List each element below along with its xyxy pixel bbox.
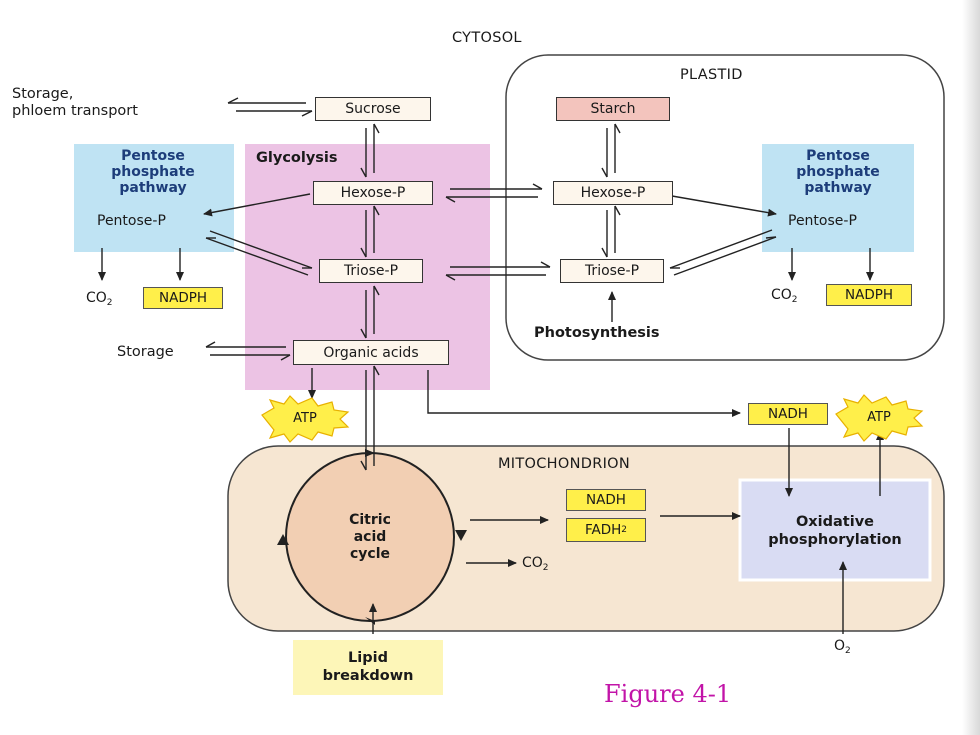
o2-text: O — [834, 638, 846, 654]
atp-starburst-right — [835, 394, 924, 442]
right-pentose-title: Pentose phosphate pathway — [764, 148, 912, 196]
oxphos-panel — [738, 478, 932, 582]
right-pentose-title-line3: pathway — [804, 180, 872, 196]
mito-nadh-box: NADH — [566, 489, 646, 511]
page-edge-shadow — [962, 0, 980, 735]
atp-right-label: ATP — [867, 409, 891, 425]
plastid-label: PLASTID — [680, 67, 743, 83]
pentose-panel-left — [74, 144, 234, 252]
top-nadh-box: NADH — [748, 403, 828, 425]
lipid-line1: Lipid — [348, 650, 388, 666]
starch-node: Starch — [556, 97, 670, 121]
organic-acids-node: Organic acids — [293, 340, 449, 365]
cycle-label-line1: Citric — [349, 512, 391, 528]
cycle-label-line2: acid — [353, 529, 387, 545]
lipid-breakdown-label: Lipid breakdown — [293, 649, 443, 685]
glycolysis-title: Glycolysis — [256, 150, 338, 166]
cycle-label-line3: cycle — [349, 546, 391, 562]
storage-phloem-line2: phloem transport — [12, 103, 138, 119]
storage-label: Storage — [117, 344, 174, 360]
cytosol-hexose-p-node: Hexose-P — [313, 181, 433, 205]
left-pentose-title: Pentose phosphate pathway — [80, 148, 226, 196]
atp-left-label: ATP — [293, 410, 317, 426]
pentose-panel-right — [762, 144, 914, 252]
oxphos-line2: phosphorylation — [768, 532, 902, 548]
left-pentose-title-line3: pathway — [119, 180, 187, 196]
mito-co2-text: CO — [522, 555, 543, 571]
right-co2-label: CO2 — [771, 287, 798, 305]
atp-starburst-left — [261, 395, 350, 443]
right-pentose-title-line1: Pentose — [806, 148, 870, 164]
o2-label: O2 — [834, 638, 851, 656]
left-pentose-p-label: Pentose-P — [97, 213, 166, 229]
storage-phloem-line1: Storage, — [12, 86, 74, 102]
figure-caption: Figure 4-1 — [604, 680, 732, 708]
cytosol-triose-p-node: Triose-P — [319, 259, 423, 283]
sucrose-node: Sucrose — [315, 97, 431, 121]
mitochondrion-label: MITOCHONDRION — [498, 456, 631, 472]
right-co2-text: CO — [771, 287, 792, 303]
right-pentose-p-label: Pentose-P — [788, 213, 857, 229]
mito-co2-label: CO2 — [522, 555, 549, 573]
storage-phloem-label: Storage, phloem transport — [12, 86, 138, 120]
photosynthesis-label: Photosynthesis — [534, 325, 660, 341]
right-nadph-box: NADPH — [826, 284, 912, 306]
plastid-triose-p-node: Triose-P — [560, 259, 664, 283]
left-pentose-title-line2: phosphate — [111, 164, 195, 180]
left-co2-text: CO — [86, 290, 107, 306]
citric-acid-cycle-label: Citric acid cycle — [320, 512, 420, 563]
oxphos-label: Oxidative phosphorylation — [742, 513, 928, 549]
left-nadph-box: NADPH — [143, 287, 223, 309]
left-pentose-title-line1: Pentose — [121, 148, 185, 164]
plastid-hexose-p-node: Hexose-P — [553, 181, 673, 205]
right-pentose-title-line2: phosphate — [796, 164, 880, 180]
left-co2-label: CO2 — [86, 290, 113, 308]
cytosol-label: CYTOSOL — [452, 30, 522, 46]
oxphos-line1: Oxidative — [795, 514, 874, 530]
fadh2-text: FADH — [584, 522, 622, 538]
lipid-panel — [293, 640, 443, 695]
lipid-line2: breakdown — [322, 668, 414, 684]
